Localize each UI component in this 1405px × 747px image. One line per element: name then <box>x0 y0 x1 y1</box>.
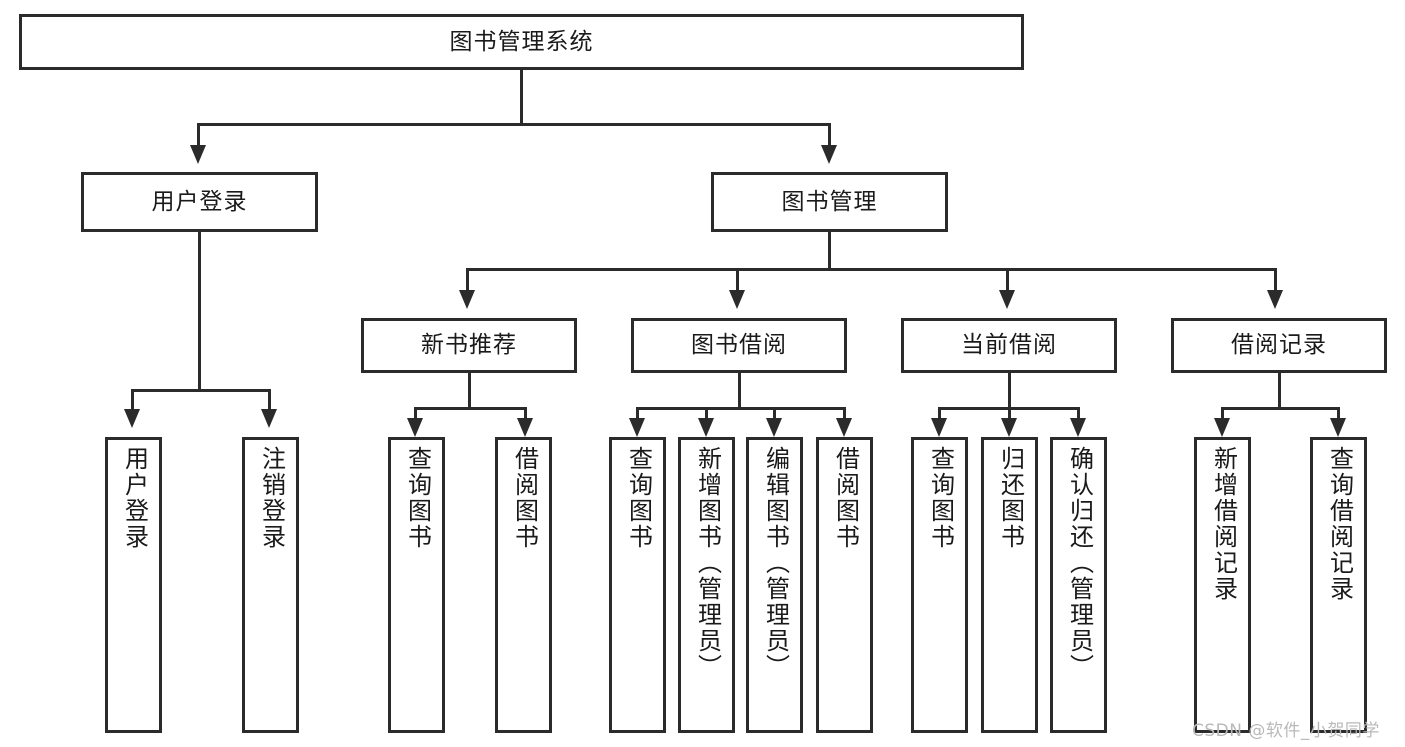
connector-root-stem <box>520 70 523 123</box>
connector-book-management-bus <box>466 268 1277 271</box>
leaf-label: 查询图书 <box>926 446 955 550</box>
arrowhead-to-leaf-logout <box>261 409 277 428</box>
leaf-bb-edit-book-admin[interactable]: 编辑图书（管理员） <box>746 437 803 733</box>
leaf-nbr-borrow-book[interactable]: 借阅图书 <box>495 437 552 733</box>
node-current-borrow[interactable]: 当前借阅 <box>901 318 1117 373</box>
connector-root-bus <box>197 123 831 126</box>
csdn-watermark: CSDN @软件_小贺同学 <box>1192 721 1380 741</box>
node-label: 图书管理 <box>781 188 878 215</box>
leaf-bb-add-book-admin[interactable]: 新增图书（管理员） <box>678 437 735 733</box>
leaf-cb-confirm-return-admin[interactable]: 确认归还（管理员） <box>1050 437 1107 733</box>
connector-user-login-drop-1 <box>131 389 134 411</box>
arrowhead-to-leaf-user-login <box>124 409 140 428</box>
connector-bb-drop-1 <box>636 407 639 421</box>
leaf-br-query-record[interactable]: 查询借阅记录 <box>1310 437 1367 733</box>
leaf-label: 归还图书 <box>996 446 1025 550</box>
leaf-bb-borrow-book[interactable]: 借阅图书 <box>816 437 873 733</box>
connector-user-login-bus <box>131 389 271 392</box>
leaf-label: 借阅图书 <box>510 446 539 550</box>
leaf-label: 查询图书 <box>403 446 432 550</box>
connector-nbr-drop-2 <box>524 407 527 421</box>
node-borrow-record[interactable]: 借阅记录 <box>1171 318 1387 373</box>
leaf-logout[interactable]: 注销登录 <box>242 437 299 733</box>
connector-br-drop-2 <box>1337 407 1340 421</box>
arrowhead-to-leaf-br-2 <box>1330 418 1346 437</box>
connector-bb-drop-4 <box>843 407 846 421</box>
leaf-label: 注销登录 <box>257 446 286 550</box>
leaf-label: 查询借阅记录 <box>1325 446 1354 602</box>
connector-br-bus <box>1221 407 1340 410</box>
connector-root-drop-book-management <box>828 123 831 147</box>
connector-bm-drop-current-borrow <box>1006 268 1009 292</box>
arrowhead-to-leaf-cb-2 <box>1001 418 1017 437</box>
node-label: 新书推荐 <box>421 332 517 359</box>
leaf-cb-query-book[interactable]: 查询图书 <box>911 437 968 733</box>
node-user-login[interactable]: 用户登录 <box>81 172 318 232</box>
arrowhead-to-borrow-record <box>1267 290 1283 309</box>
arrowhead-to-leaf-cb-3 <box>1070 418 1086 437</box>
leaf-label: 查询图书 <box>624 446 653 550</box>
connector-br-drop-1 <box>1221 407 1224 421</box>
connector-cb-drop-3 <box>1077 407 1080 421</box>
connector-br-stem <box>1278 373 1281 409</box>
leaf-nbr-query-book[interactable]: 查询图书 <box>388 437 445 733</box>
leaf-label: 新增借阅记录 <box>1209 446 1238 602</box>
connector-bb-bus <box>636 407 846 410</box>
arrowhead-to-new-book-recommend <box>459 290 475 309</box>
connector-bb-stem <box>738 373 741 409</box>
leaf-label: 用户登录 <box>120 446 149 550</box>
leaf-cb-return-book[interactable]: 归还图书 <box>981 437 1038 733</box>
node-root-book-management-system[interactable]: 图书管理系统 <box>19 14 1024 70</box>
node-label: 图书借阅 <box>691 332 787 359</box>
leaf-label: 编辑图书（管理员） <box>761 446 790 680</box>
arrowhead-to-book-borrow <box>729 290 745 309</box>
node-label: 借阅记录 <box>1231 332 1327 359</box>
arrowhead-to-leaf-bb-1 <box>629 418 645 437</box>
leaf-label: 借阅图书 <box>831 446 860 550</box>
connector-cb-stem <box>1008 373 1011 409</box>
connector-nbr-bus <box>414 407 527 410</box>
leaf-br-add-record[interactable]: 新增借阅记录 <box>1194 437 1251 733</box>
leaf-user-login[interactable]: 用户登录 <box>105 437 162 733</box>
arrowhead-to-current-borrow <box>999 290 1015 309</box>
connector-bm-drop-book-borrow <box>736 268 739 292</box>
node-new-book-recommend[interactable]: 新书推荐 <box>361 318 577 373</box>
arrowhead-to-leaf-bb-2 <box>698 418 714 437</box>
arrowhead-to-leaf-nbr-2 <box>517 418 533 437</box>
connector-book-management-stem <box>828 232 831 270</box>
connector-user-login-stem <box>198 232 201 392</box>
node-label: 用户登录 <box>151 188 248 215</box>
node-book-borrow[interactable]: 图书借阅 <box>631 318 847 373</box>
connector-bm-drop-new-book <box>466 268 469 292</box>
leaf-label: 确认归还（管理员） <box>1065 446 1094 680</box>
node-label: 当前借阅 <box>961 332 1057 359</box>
connector-root-drop-user-login <box>197 123 200 147</box>
connector-nbr-drop-1 <box>414 407 417 421</box>
connector-user-login-drop-2 <box>268 389 271 411</box>
connector-cb-drop-2 <box>1008 407 1011 421</box>
leaf-bb-query-book[interactable]: 查询图书 <box>609 437 666 733</box>
node-book-management[interactable]: 图书管理 <box>711 172 948 232</box>
connector-bm-drop-borrow-record <box>1274 268 1277 292</box>
leaf-label: 新增图书（管理员） <box>693 446 722 680</box>
arrowhead-to-leaf-br-1 <box>1214 418 1230 437</box>
arrowhead-to-leaf-nbr-1 <box>407 418 423 437</box>
arrowhead-to-leaf-bb-4 <box>836 418 852 437</box>
arrowhead-to-user-login <box>190 145 206 164</box>
node-label: 图书管理系统 <box>449 28 594 55</box>
arrowhead-to-leaf-cb-1 <box>931 418 947 437</box>
connector-nbr-stem <box>468 373 471 409</box>
connector-bb-drop-3 <box>773 407 776 421</box>
arrowhead-to-book-management <box>821 145 837 164</box>
connector-bb-drop-2 <box>705 407 708 421</box>
connector-cb-drop-1 <box>938 407 941 421</box>
arrowhead-to-leaf-bb-3 <box>766 418 782 437</box>
